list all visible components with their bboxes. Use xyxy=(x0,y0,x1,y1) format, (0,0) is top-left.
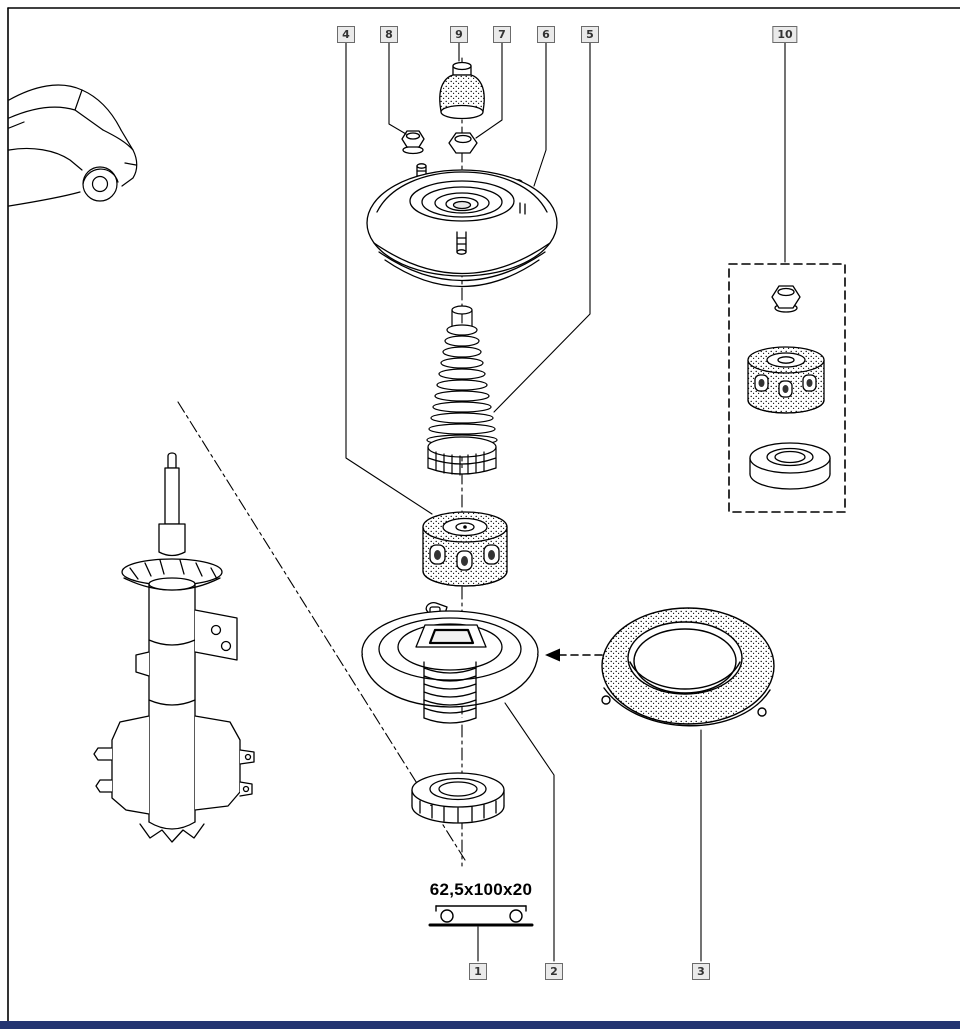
part-9-bump-cap xyxy=(439,61,485,120)
strut-assembly xyxy=(93,452,255,843)
part-label-6[interactable]: 6 xyxy=(537,26,555,43)
part-label-5[interactable]: 5 xyxy=(581,26,599,43)
page-frame xyxy=(7,7,960,1022)
footer-bar xyxy=(0,1021,960,1029)
part-2-spring-cup xyxy=(361,602,539,724)
part-label-10[interactable]: 10 xyxy=(772,26,798,43)
direction-arrow xyxy=(545,648,603,662)
part-8-nut xyxy=(401,130,425,155)
dimension-note: 62,5x100x20 xyxy=(429,880,533,899)
kit-10-bearing xyxy=(747,346,825,414)
axis-lines xyxy=(177,57,466,867)
part-3-spring-seat-ring xyxy=(601,607,775,727)
part-7-nut xyxy=(448,132,478,154)
part-label-3[interactable]: 3 xyxy=(692,963,710,980)
kit-10-box xyxy=(728,263,846,513)
kit-10-nut xyxy=(771,285,801,313)
part-label-9[interactable]: 9 xyxy=(450,26,468,43)
car-sketch xyxy=(8,84,138,207)
kit-10-ring xyxy=(749,442,831,490)
part-label-8[interactable]: 8 xyxy=(380,26,398,43)
part-5-dust-boot xyxy=(426,305,498,476)
leader-lines xyxy=(345,41,786,962)
part-1-bearing-ring xyxy=(411,772,505,824)
part-label-1[interactable]: 1 xyxy=(469,963,487,980)
part-label-4[interactable]: 4 xyxy=(337,26,355,43)
part-4-bearing xyxy=(422,511,508,587)
part-label-7[interactable]: 7 xyxy=(493,26,511,43)
dimension-symbol xyxy=(428,905,534,927)
part-6-strut-mount xyxy=(366,163,558,288)
part-label-2[interactable]: 2 xyxy=(545,963,563,980)
